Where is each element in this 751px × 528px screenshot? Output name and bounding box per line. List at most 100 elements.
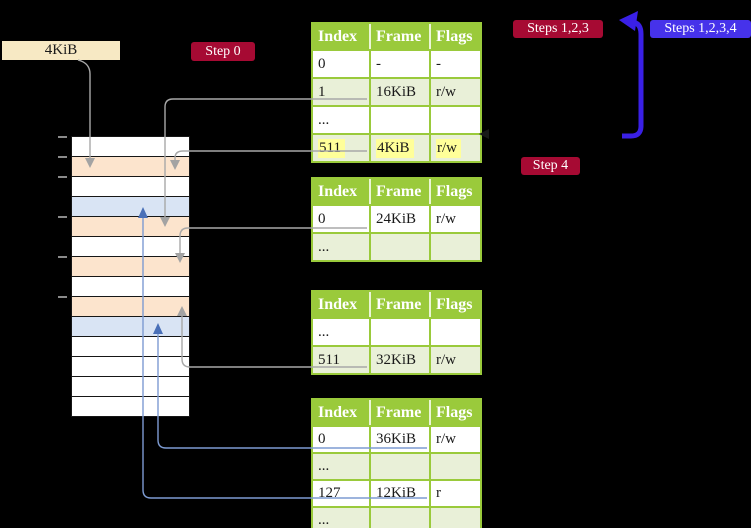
cell-text: r/w [436,431,456,447]
cell-flags [429,508,480,528]
cell-text: - [436,55,441,72]
badge-steps-1-2-3-4-label: Steps 1,2,3,4 [664,21,737,36]
cell-frame: 12KiB [369,481,429,506]
cell-text: 1 [318,83,326,100]
table-row: 0 24KiB r/w [313,204,480,232]
col-header-index: Index [318,27,358,45]
table-header: Index Frame Flags [313,292,480,317]
table-row: ... [313,105,480,133]
cell-frame: - [369,51,429,77]
cell-index: 1 [313,79,369,105]
address-tick [58,136,67,138]
table-row: ... [313,452,480,479]
badge-step-0: Step 0 [191,42,255,61]
cell-text: 511 [318,351,340,368]
page-size-label-box: 4KiB [2,41,120,60]
cell-frame [369,107,429,133]
cell-frame: 24KiB [369,206,429,232]
cell-flags [429,234,480,260]
cell-text: 24KiB [376,210,417,227]
cell-text-highlighted: 4KiB [376,138,414,158]
cell-frame: 16KiB [369,79,429,105]
page-size-label: 4KiB [44,42,78,58]
cell-index: 511 [313,135,369,161]
memory-frame-row [71,377,190,397]
memory-frame-row [71,177,190,197]
badge-steps-1-2-3-4: Steps 1,2,3,4 [650,20,751,38]
cell-index: 127 [313,481,369,506]
cell-text: ... [318,323,330,340]
table-row-highlighted: 511 4KiB r/w [313,133,480,161]
memory-frame-row [71,317,190,337]
cell-text: r [436,485,441,501]
col-header-frame: Frame [369,179,429,204]
cell-index: 0 [313,206,369,232]
memory-frame-row [71,217,190,237]
cell-frame: 36KiB [369,427,429,452]
cell-text: r/w [436,351,456,368]
badge-step-4-label: Step 4 [532,158,569,173]
table-row: ... [313,232,480,260]
cell-text: ... [318,458,330,474]
col-header-frame: Frame [369,24,429,49]
cell-text: 0 [318,431,326,447]
table-header: Index Frame Flags [313,179,480,204]
table-row: ... [313,317,480,345]
cell-flags [429,454,480,479]
memory-frame-row [71,297,190,317]
cell-index: ... [313,234,369,260]
cell-flags: r [429,481,480,506]
col-header-index: Index [318,403,358,421]
col-header-frame: Frame [369,292,429,317]
cell-frame: 4KiB [369,135,429,161]
table-row: 0 - - [313,49,480,77]
cell-index: 0 [313,51,369,77]
badge-steps-1-2-3-label: Steps 1,2,3 [527,21,589,36]
cell-index: ... [313,454,369,479]
memory-frame-row [71,337,190,357]
cell-index: ... [313,319,369,345]
table-row: ... [313,506,480,528]
table-row: 1 16KiB r/w [313,77,480,105]
col-header-flags: Flags [429,179,480,204]
steps-loop-arrow [622,19,644,139]
cell-text: 12KiB [376,485,417,501]
badge-step-4: Step 4 [521,157,580,175]
cell-index: 0 [313,427,369,452]
col-header-flags: Flags [429,24,480,49]
memory-frame-row [71,197,190,217]
cell-frame [369,454,429,479]
cell-flags: r/w [429,427,480,452]
memory-frame-row [71,277,190,297]
cell-text: 0 [318,210,326,227]
col-header-flags: Flags [429,400,480,425]
memory-frame-row [71,397,190,417]
cell-text: r/w [436,83,456,100]
cell-text: 36KiB [376,431,417,447]
cell-flags [429,319,480,345]
table-header: Index Frame Flags [313,400,480,425]
address-tick [58,296,67,298]
cell-text: 16KiB [376,83,417,100]
cell-flags: - [429,51,480,77]
arrowhead-left-icon [619,11,638,31]
cell-text: - [376,55,381,72]
page-table-4: Index Frame Flags 0 36KiB r/w ... 127 12… [311,398,482,528]
address-tick [58,216,67,218]
cell-text: r/w [436,210,456,227]
cell-index: 511 [313,347,369,373]
cell-text: 32KiB [376,351,417,368]
cell-flags: r/w [429,135,480,161]
page-table-1: Index Frame Flags 0 - - 1 16KiB r/w ... … [311,22,482,163]
memory-frame-row [71,157,190,177]
col-header-frame: Frame [369,400,429,425]
address-tick [58,256,67,258]
cell-flags [429,107,480,133]
cell-text: 0 [318,55,326,72]
badge-step-0-label: Step 0 [205,43,241,59]
address-tick [58,156,67,158]
table-header: Index Frame Flags [313,24,480,49]
page-table-3: Index Frame Flags ... 511 32KiB r/w [311,290,482,375]
cell-text-highlighted: 511 [318,138,345,158]
cell-flags: r/w [429,79,480,105]
